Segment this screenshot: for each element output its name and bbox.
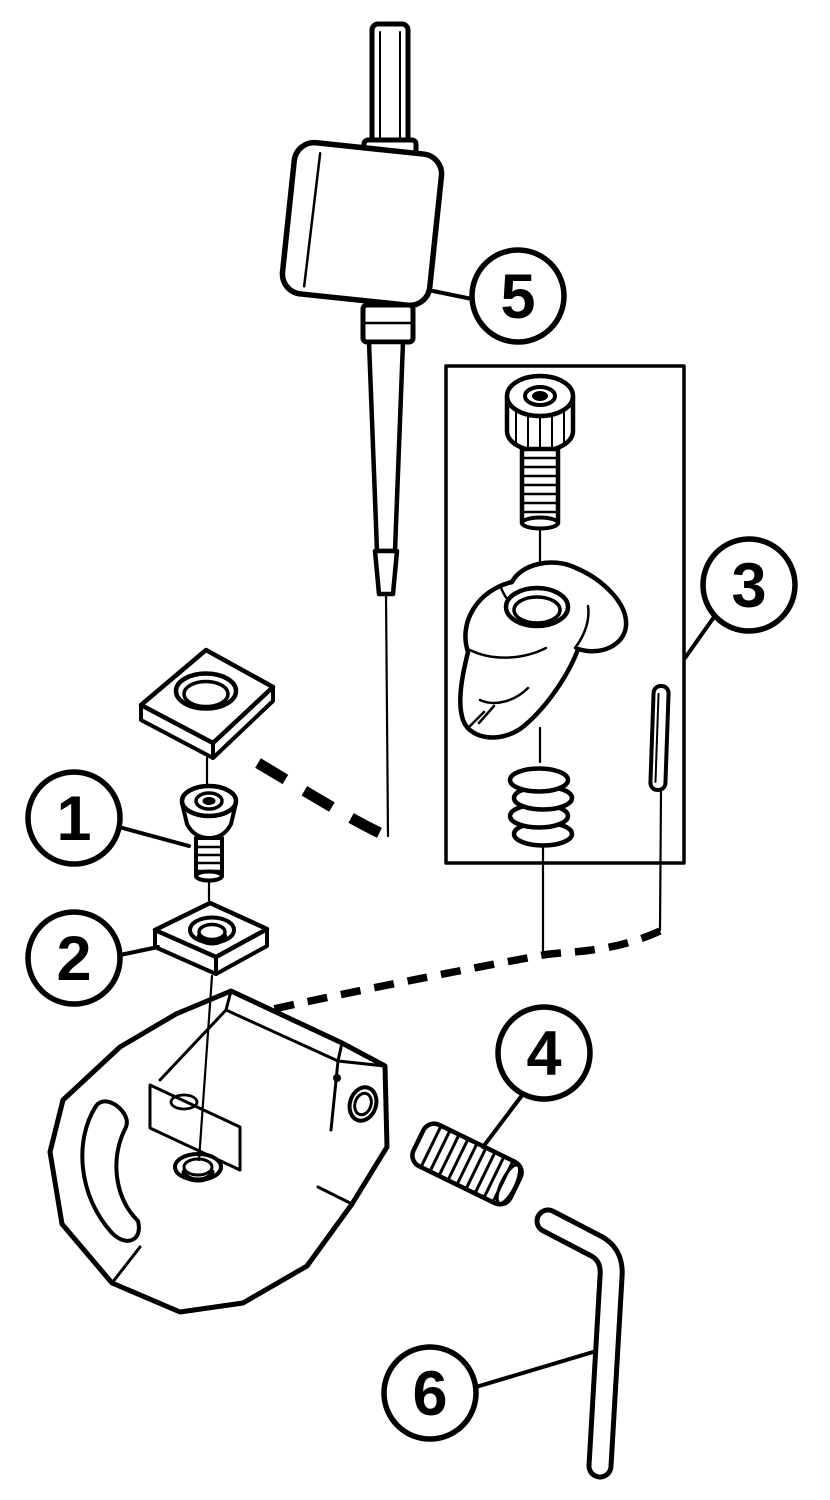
clamp-pin	[648, 683, 671, 792]
driver-handle	[279, 139, 445, 309]
insert-screw-threads	[195, 845, 223, 873]
assembly-dashed-line-clamp	[234, 927, 662, 1022]
set-screw-end	[495, 1163, 521, 1205]
cap-screw-knurl	[515, 409, 565, 452]
callout-6: 6	[381, 1344, 479, 1442]
cap-screw-socket-dark	[532, 391, 548, 401]
part-cutting-insert	[138, 647, 276, 789]
pin-body	[648, 683, 671, 792]
shim-hole-shadow	[197, 934, 227, 946]
tool-body-dot	[333, 1074, 341, 1082]
part-set-screw	[410, 1121, 524, 1207]
leader-line-2	[118, 945, 160, 957]
assembly-box-frame	[444, 364, 686, 865]
clamp-body	[458, 560, 629, 740]
insert-screw-torx-dark	[202, 797, 216, 805]
driver-axis-line	[384, 592, 390, 838]
part-clamp-assembly-box	[444, 364, 686, 954]
callout-5-number: 5	[500, 262, 535, 332]
tool-body-pocket	[148, 1083, 242, 1172]
driver-handle-facet	[302, 151, 322, 288]
pin-axis-down	[658, 790, 663, 932]
callout-5: 5	[469, 247, 567, 345]
driver-handle-body	[279, 139, 445, 309]
cap-screw-threads	[521, 456, 559, 514]
callout-4: 4	[495, 1004, 593, 1102]
callout-2-number: 2	[56, 924, 91, 994]
callout-1-circle	[25, 769, 123, 867]
insert-hole-inner	[182, 679, 230, 709]
shim-to-body-axis	[197, 974, 214, 1162]
cap-screw-tip	[520, 515, 560, 531]
clamp-hole-inner	[512, 595, 562, 625]
tool-body-screw-hole-shadow	[181, 1169, 215, 1183]
insert-hole-outer	[173, 671, 239, 711]
callout-2-circle	[25, 909, 123, 1007]
callout-4-circle	[495, 1004, 593, 1102]
leader-line-6	[474, 1350, 595, 1389]
diagram-root: 1 2 3 4 5 6	[25, 21, 798, 1480]
part-insert-shim	[152, 900, 270, 976]
part-hex-key	[534, 1207, 625, 1480]
callout-6-number: 6	[412, 1359, 447, 1429]
part-driver-key	[279, 21, 445, 838]
tool-body-side-hole	[347, 1085, 379, 1123]
driver-blade-tip	[372, 548, 400, 597]
driver-shaft-detail	[379, 31, 401, 139]
leader-line-3	[683, 615, 716, 660]
clamp-cap-screw	[504, 373, 576, 531]
part-insert-screw	[179, 783, 239, 904]
callout-3-number: 3	[731, 551, 766, 621]
callout-1: 1	[25, 769, 123, 867]
callout-2: 2	[25, 909, 123, 1007]
callout-4-number: 4	[526, 1019, 561, 1089]
side-hole-inner	[353, 1091, 373, 1117]
hex-key-fill	[539, 1212, 620, 1475]
clamp-hole-outer	[503, 585, 571, 629]
driver-blade	[366, 339, 406, 554]
callout-3: 3	[700, 536, 798, 634]
insert-screw-tip	[194, 869, 224, 883]
spring-coil-1	[507, 766, 571, 794]
pin-edge-line	[654, 692, 660, 783]
shim-hole-inner	[197, 922, 227, 942]
clamp-spring	[507, 766, 575, 848]
part-tool-body	[47, 988, 390, 1315]
tool-body-hook-detail	[80, 1099, 141, 1243]
callout-3-circle	[700, 536, 798, 634]
driver-shaft-top	[369, 21, 411, 147]
leader-line-5	[431, 289, 474, 301]
callout-1-number: 1	[56, 784, 91, 854]
callout-6-circle	[381, 1344, 479, 1442]
callout-5-circle	[469, 247, 567, 345]
tool-body-facet-lines	[110, 989, 387, 1285]
tool-body-pocket-recess	[169, 1093, 199, 1111]
leader-line-1	[117, 825, 191, 848]
leader-line-4	[481, 1092, 525, 1149]
assembly-dashed-line-insert	[255, 758, 387, 840]
